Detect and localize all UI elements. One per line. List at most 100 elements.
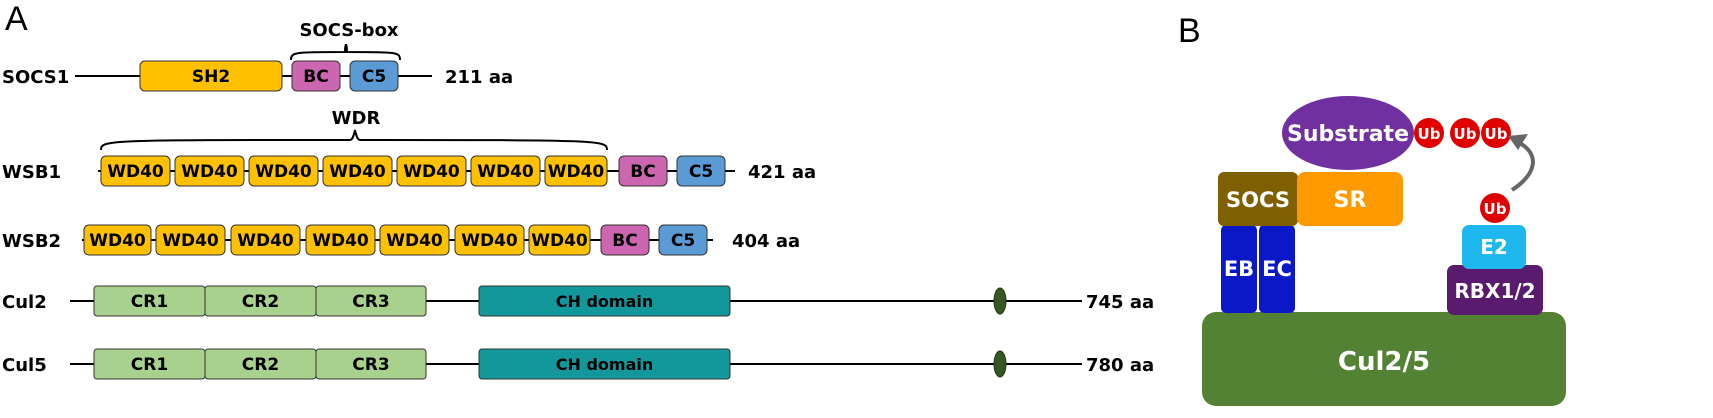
domain-ch-box bbox=[478, 348, 731, 380]
ec-block bbox=[1259, 225, 1295, 313]
ub-transfer-arrow bbox=[1510, 140, 1535, 192]
domain-label: WD40 bbox=[237, 231, 294, 251]
domain-label: C5 bbox=[689, 162, 713, 182]
domain-label: BC bbox=[630, 162, 655, 182]
domain-label: CR1 bbox=[131, 355, 168, 375]
domain-label: WD40 bbox=[107, 162, 164, 182]
domain-wd40-box bbox=[544, 155, 608, 187]
domain-bc-box bbox=[291, 60, 341, 92]
protein-name: WSB2 bbox=[2, 231, 61, 252]
domain-wd40-box bbox=[305, 224, 376, 256]
substrate-label: Substrate bbox=[1287, 122, 1409, 147]
domain-label: CR1 bbox=[131, 292, 168, 312]
domain-c5-box bbox=[349, 60, 399, 92]
domain-c5-box bbox=[658, 224, 708, 256]
rbx-block bbox=[1447, 265, 1543, 315]
eb-block bbox=[1221, 225, 1257, 313]
substrate-ellipse bbox=[1282, 96, 1414, 170]
domain-sh2-box bbox=[139, 60, 283, 92]
ec-label: EC bbox=[1262, 257, 1292, 281]
e2-block bbox=[1462, 225, 1526, 269]
domain-label: CR3 bbox=[352, 355, 389, 375]
cullin-scaffold bbox=[1202, 312, 1566, 406]
domain-label: WD40 bbox=[89, 231, 146, 251]
protein-row-wsb1: WSB1 WD40 WD40 WD40 WD40 WD40 WD40 WD40 BC C5 421 … bbox=[2, 155, 816, 187]
domain-wd40-box bbox=[396, 155, 467, 187]
protein-name: SOCS1 bbox=[2, 67, 69, 88]
domain-wd40-box bbox=[230, 224, 301, 256]
domain-label: WD40 bbox=[461, 231, 518, 251]
domain-label: WD40 bbox=[386, 231, 443, 251]
socs-box-label: SOCS-box bbox=[299, 20, 398, 41]
panel-b: B Cul2/5 EB EC SOCS SR Substrate Ub Ub U… bbox=[1178, 12, 1566, 406]
wdr-bracket bbox=[100, 129, 608, 151]
domain-wd40-box bbox=[174, 155, 245, 187]
protein-length: 211 aa bbox=[445, 67, 513, 88]
domain-label: SH2 bbox=[192, 67, 230, 87]
protein-length: 421 aa bbox=[748, 162, 816, 183]
domain-wd40-box bbox=[248, 155, 319, 187]
cullin-label: Cul2/5 bbox=[1338, 347, 1430, 377]
domain-wd40-box bbox=[528, 224, 591, 256]
domain-label: CH domain bbox=[556, 355, 654, 374]
ub-chain: Ub Ub Ub bbox=[1414, 118, 1511, 148]
protein-name: WSB1 bbox=[2, 162, 61, 183]
neddylation-site-marker bbox=[993, 350, 1007, 378]
domain-wd40-box bbox=[100, 155, 171, 187]
protein-length: 404 aa bbox=[732, 231, 800, 252]
protein-length: 745 aa bbox=[1086, 292, 1154, 313]
ub-circle-e2 bbox=[1480, 193, 1510, 223]
domain-cr-box bbox=[315, 285, 427, 317]
socs-block bbox=[1218, 172, 1298, 226]
domain-ch-box bbox=[478, 285, 731, 317]
domain-label: C5 bbox=[671, 231, 695, 251]
domain-label: WD40 bbox=[312, 231, 369, 251]
ub-label-2: Ub bbox=[1454, 125, 1477, 143]
rbx-label: RBX1/2 bbox=[1454, 279, 1535, 303]
domain-label: WD40 bbox=[477, 162, 534, 182]
domain-label: CR2 bbox=[242, 355, 279, 375]
domain-wd40-box bbox=[83, 224, 152, 256]
socs-box-bracket bbox=[290, 43, 401, 61]
panel-a-letter: A bbox=[5, 0, 28, 38]
ub-circle-1 bbox=[1414, 118, 1444, 148]
protein-row-socs1: SOCS1 SH2 BC C5 211 aa bbox=[2, 60, 513, 92]
domain-label: CR3 bbox=[352, 292, 389, 312]
domain-label: WD40 bbox=[329, 162, 386, 182]
ub-circle-3 bbox=[1481, 118, 1511, 148]
domain-label: WD40 bbox=[162, 231, 219, 251]
domain-label: WD40 bbox=[548, 162, 605, 182]
domain-label: WD40 bbox=[531, 231, 588, 251]
protein-length: 780 aa bbox=[1086, 355, 1154, 376]
domain-label: C5 bbox=[362, 67, 386, 87]
protein-row-cul2: Cul2 CR1 CR2 CR3 CH domain 745 aa bbox=[2, 285, 1154, 317]
eb-label: EB bbox=[1224, 257, 1254, 281]
domain-label: WD40 bbox=[255, 162, 312, 182]
ub-circle-2 bbox=[1450, 118, 1480, 148]
neddylation-site-marker bbox=[993, 287, 1007, 315]
domain-cr-box bbox=[315, 348, 427, 380]
domain-label: BC bbox=[303, 67, 328, 87]
ub-label-e2: Ub bbox=[1484, 200, 1507, 218]
domain-wd40-box bbox=[155, 224, 226, 256]
domain-wd40-box bbox=[322, 155, 393, 187]
domain-bc-box bbox=[600, 224, 650, 256]
sr-block bbox=[1297, 172, 1403, 226]
domain-bc-box bbox=[618, 155, 668, 187]
domain-wd40-box bbox=[454, 224, 525, 256]
domain-label: CR2 bbox=[242, 292, 279, 312]
protein-name: Cul2 bbox=[2, 292, 47, 313]
ub-transfer-arrowhead bbox=[1508, 134, 1528, 150]
domain-label: WD40 bbox=[403, 162, 460, 182]
protein-row-wsb2: WSB2 WD40 WD40 WD40 WD40 WD40 WD40 WD40 BC C5 404 … bbox=[2, 224, 800, 256]
domain-label: WD40 bbox=[181, 162, 238, 182]
domain-wd40-box bbox=[470, 155, 541, 187]
domain-label: BC bbox=[612, 231, 637, 251]
e2-label: E2 bbox=[1480, 235, 1508, 259]
domain-c5-box bbox=[676, 155, 726, 187]
domain-label: CH domain bbox=[556, 292, 654, 311]
ub-label-1: Ub bbox=[1418, 125, 1441, 143]
